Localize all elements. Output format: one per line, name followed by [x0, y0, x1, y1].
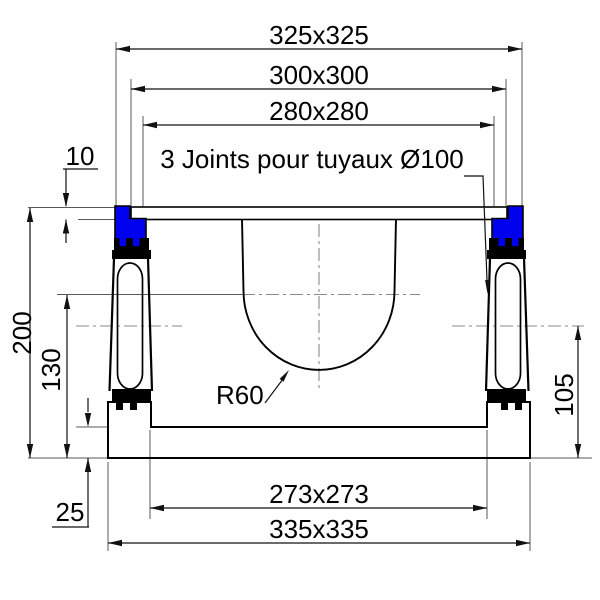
dim-label: 280x280 [269, 96, 369, 126]
gasket-top-right-notch-2 [512, 238, 519, 246]
dim-inner-bottom: 273x273 [150, 479, 487, 512]
dim-label: 10 [66, 141, 95, 171]
centerlines [76, 224, 584, 388]
arrowhead [116, 45, 130, 53]
dim-outlet-axis-height: 130 [36, 295, 71, 458]
leader-line [464, 175, 488, 289]
gasket-top-right-notch-1 [498, 238, 505, 246]
arrowhead [63, 295, 71, 309]
arrowhead [150, 504, 164, 512]
dim-total-height: 200 [7, 208, 37, 458]
arrowhead [63, 444, 71, 458]
arrowhead [62, 219, 70, 234]
arrowhead [508, 45, 522, 53]
wall-top-band-right [487, 250, 526, 259]
arrowhead [574, 444, 582, 458]
wall-right-outer [522, 257, 530, 392]
note-label: 3 Joints pour tuyaux Ø100 [160, 144, 464, 174]
dim-label: 105 [549, 373, 579, 416]
wall-left-outer [108, 257, 116, 392]
gasket-bottom-right [487, 389, 526, 401]
dim-label: 300x300 [269, 60, 369, 90]
gasket-bottom-left-tooth-1 [116, 401, 123, 410]
arrowhead [131, 85, 145, 93]
wall-left-inner [146, 257, 154, 392]
arrowhead [516, 539, 530, 547]
arrowhead [574, 326, 582, 340]
arrowhead [84, 413, 92, 427]
gasket-top-left-notch-2 [133, 238, 140, 246]
dim-clear-opening: 280x280 [143, 96, 494, 129]
dim-label: 325x325 [269, 20, 369, 50]
arrowhead [26, 208, 34, 222]
dim-label: 200 [7, 311, 37, 354]
dim-label: R60 [216, 380, 264, 410]
dim-label: 130 [36, 348, 66, 391]
dim-grate-thickness: 10 [62, 141, 98, 243]
gasket-bottom-right-tooth-2 [515, 401, 522, 410]
dim-overall-bottom: 335x335 [108, 514, 530, 547]
arrowhead [279, 370, 289, 382]
dim-side-pipe-axis-height: 105 [549, 326, 582, 458]
dim-label: 273x273 [269, 479, 369, 509]
arrowhead [480, 121, 494, 129]
note-joints: 3 Joints pour tuyaux Ø100 [160, 144, 490, 294]
arrowhead [84, 458, 92, 472]
arrowhead [473, 504, 487, 512]
dimensions: 325x325 300x300 280x280 3 Joints pour tu… [7, 20, 582, 547]
dim-base-thickness: 25 [52, 398, 92, 528]
dim-label: 25 [56, 497, 85, 527]
dim-label: 335x335 [269, 514, 369, 544]
gasket-bottom-right-tooth-1 [501, 401, 508, 410]
arrowhead [143, 121, 157, 129]
dim-frame-outer: 300x300 [131, 60, 506, 93]
arrowhead [485, 279, 490, 294]
arrowhead [492, 85, 506, 93]
outlet-recess [241, 218, 397, 371]
leader-line [264, 378, 284, 404]
gasket-top-right [489, 238, 524, 252]
cover-plate [130, 206, 508, 221]
channel-body [107, 205, 531, 459]
dim-overall-top: 325x325 [116, 20, 522, 53]
arrowhead [108, 539, 122, 547]
gasket-bottom-left [112, 389, 151, 401]
gasket-bottom-left-tooth-2 [130, 401, 137, 410]
arrowhead [62, 193, 70, 207]
dim-outlet-radius: R60 [216, 370, 289, 410]
wall-top-band-left [112, 250, 151, 259]
gasket-top-left [114, 238, 149, 252]
arrowhead [26, 444, 34, 458]
gasket-top-left-notch-1 [119, 238, 126, 246]
